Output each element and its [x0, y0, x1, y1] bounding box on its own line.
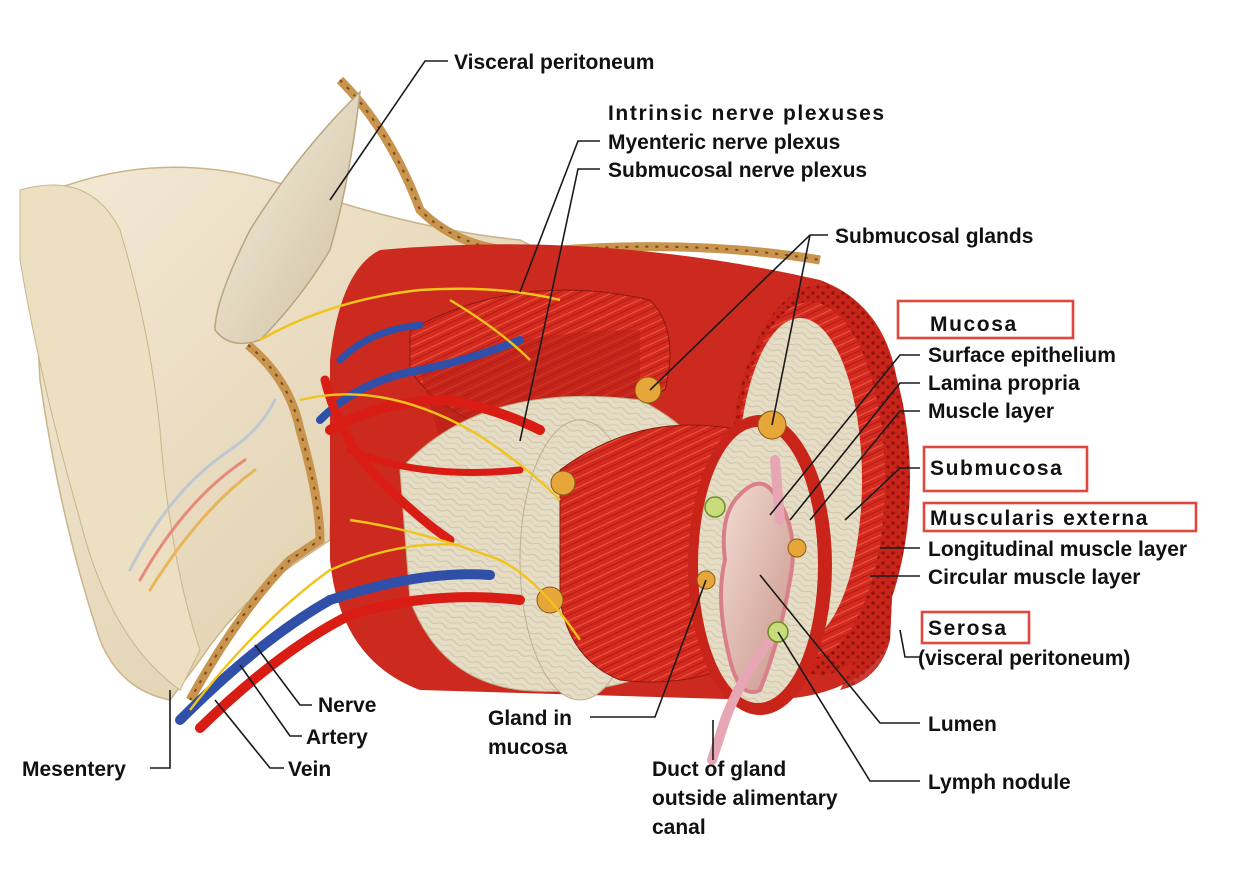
label-submucosal-glands: Submucosal glands	[835, 225, 1033, 248]
submucosa-highlight-box	[922, 445, 1089, 493]
label-mesentery: Mesentery	[22, 758, 126, 781]
label-vein: Vein	[288, 758, 331, 781]
label-myenteric-nerve-plexus: Myenteric nerve plexus	[608, 131, 840, 154]
labels: Visceral peritoneum Intrinsic nerve plex…	[22, 51, 1187, 839]
mucosa-highlight-box	[896, 299, 1075, 340]
mesentery-left-band	[19, 184, 201, 691]
label-submucosal-nerve-plexus: Submucosal nerve plexus	[608, 159, 867, 182]
label-artery: Artery	[306, 726, 368, 749]
highlight-boxes	[896, 299, 1198, 645]
label-muscle-layer: Muscle layer	[928, 400, 1054, 423]
leader-lines	[150, 60, 920, 782]
label-lamina-propria: Lamina propria	[928, 372, 1080, 395]
label-circular-muscle-layer: Circular muscle layer	[928, 566, 1140, 589]
label-duct-line1: Duct of gland	[652, 758, 786, 781]
label-gland-in-mucosa-line1: Gland in	[488, 707, 572, 730]
nerves	[189, 287, 581, 711]
serosa-highlight-box	[920, 610, 1031, 645]
label-serosa: Serosa	[928, 617, 1008, 640]
blood-vessels	[175, 321, 545, 733]
label-serosa-sub: (visceral peritoneum)	[918, 647, 1130, 670]
gland-duct	[707, 455, 785, 765]
illustration	[19, 76, 910, 765]
label-intrinsic-nerve-plexuses: Intrinsic nerve plexuses	[608, 102, 886, 125]
label-muscularis-externa: Muscularis externa	[930, 507, 1149, 530]
label-surface-epithelium: Surface epithelium	[928, 344, 1116, 367]
label-lymph-nodule: Lymph nodule	[928, 771, 1071, 794]
submucosal-gland	[536, 376, 807, 614]
label-mucosa: Mucosa	[930, 313, 1018, 336]
label-lumen: Lumen	[928, 713, 997, 736]
label-duct-line3: canal	[652, 816, 706, 839]
label-duct-line2: outside alimentary	[652, 787, 838, 810]
label-submucosa: Submucosa	[930, 457, 1063, 480]
label-nerve: Nerve	[318, 694, 376, 717]
label-visceral-peritoneum: Visceral peritoneum	[454, 51, 654, 74]
visceral-peritoneum-flap	[214, 90, 361, 345]
muscularis-externa-highlight-box	[922, 501, 1198, 533]
label-longitudinal-muscle-layer: Longitudinal muscle layer	[928, 538, 1187, 561]
label-gland-in-mucosa-line2: mucosa	[488, 736, 568, 759]
